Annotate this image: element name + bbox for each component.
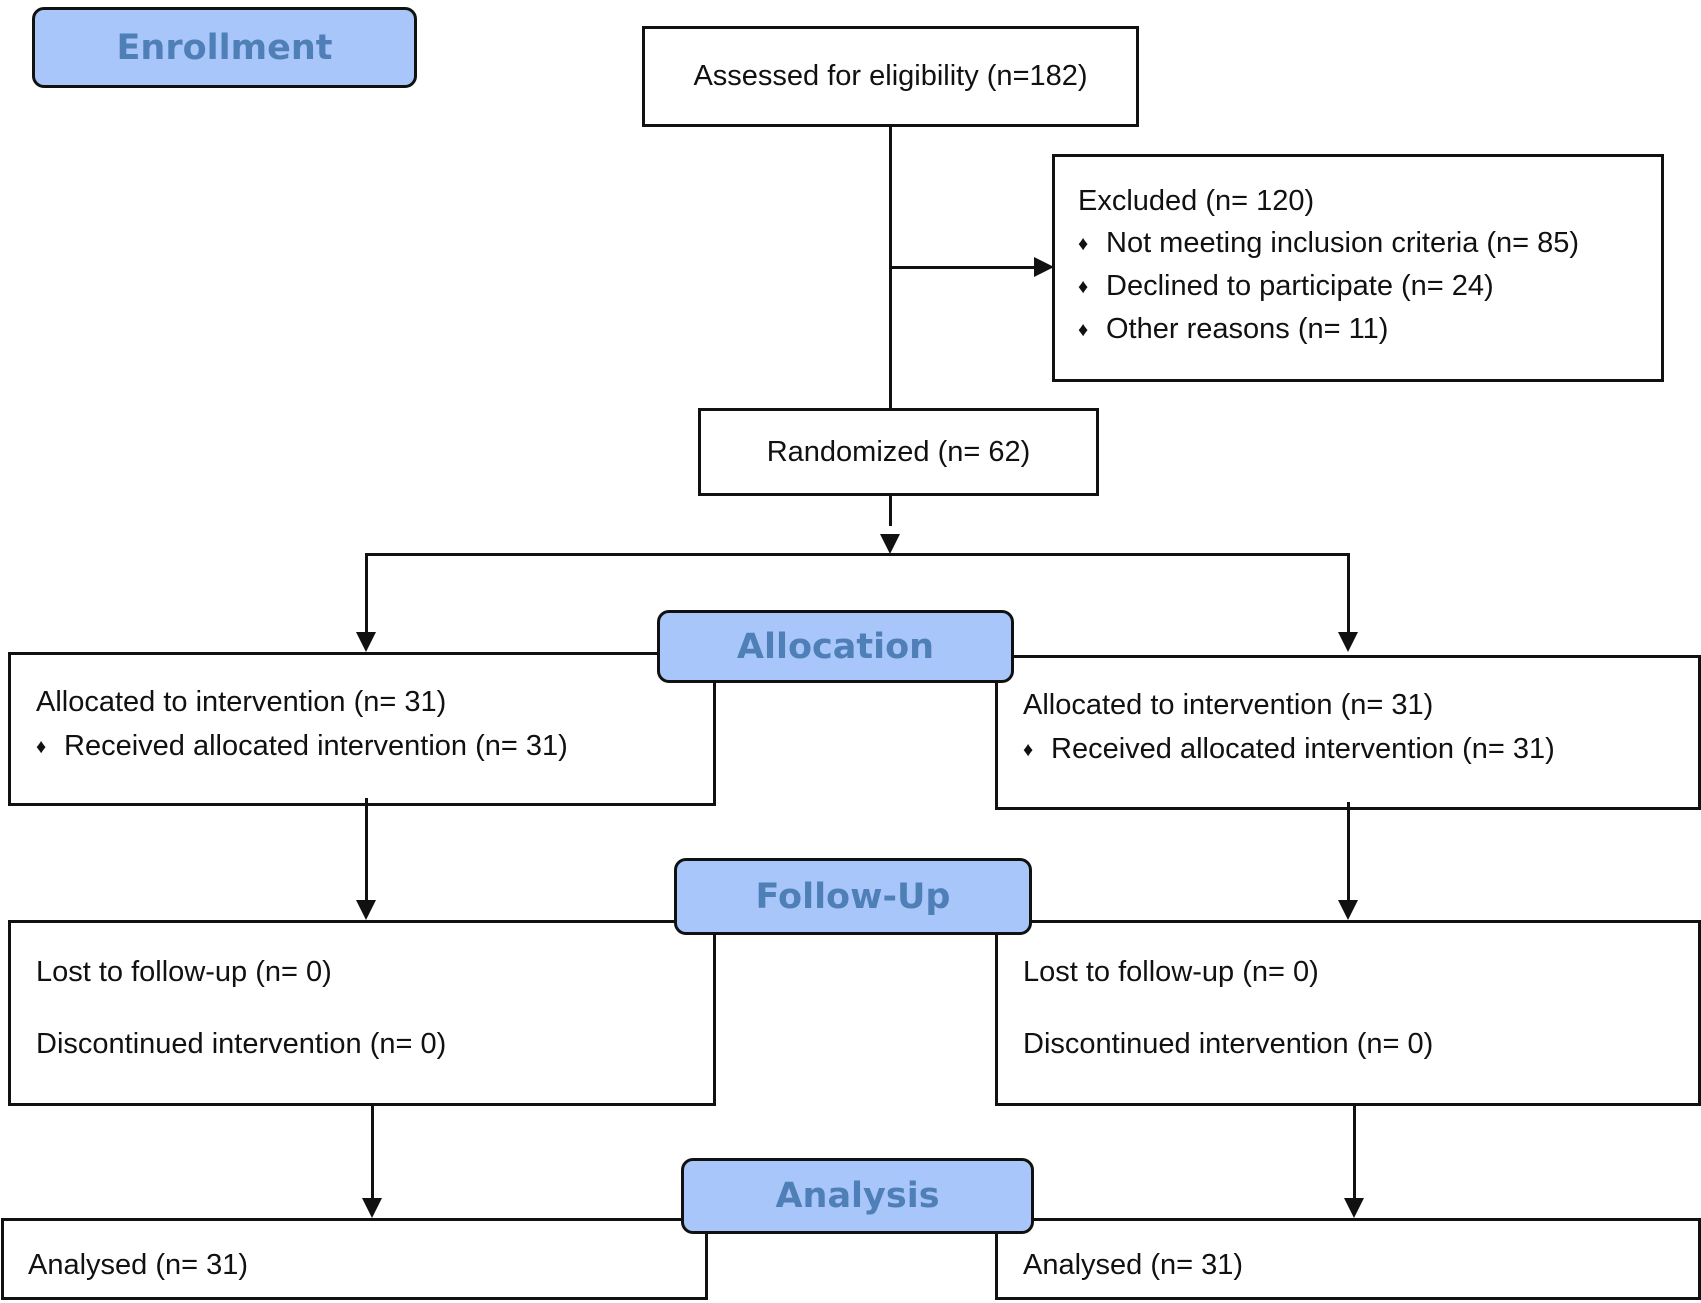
arrow-to-excluded: [1034, 257, 1054, 277]
excluded-reason: ♦Declined to participate (n= 24): [1078, 265, 1661, 308]
excluded-reason: ♦Other reasons (n= 11): [1078, 308, 1661, 351]
arrow-to-followup-right: [1338, 900, 1358, 920]
arrow-to-followup-left: [356, 900, 376, 920]
lost-label: Lost to follow-up (n= 0): [36, 956, 332, 988]
bullet-diamond-icon: ♦: [1078, 276, 1089, 298]
randomized-label: Randomized (n= 62): [766, 435, 1031, 468]
connector-followup-analysis-right: [1353, 1106, 1356, 1200]
assessed-box: Assessed for eligibility (n=182): [642, 26, 1139, 127]
excluded-box: Excluded (n= 120) ♦Not meeting inclusion…: [1052, 154, 1664, 382]
follow-up-box-right: Lost to follow-up (n= 0) Discontinued in…: [995, 920, 1701, 1106]
bullet-diamond-icon: ♦: [36, 736, 47, 758]
discontinued-label: Discontinued intervention (n= 0): [36, 1028, 447, 1060]
bullet-diamond-icon: ♦: [1078, 319, 1089, 341]
allocated-label: Allocated to intervention (n= 31): [36, 686, 447, 718]
allocated-label: Allocated to intervention (n= 31): [1023, 689, 1434, 721]
bullet-diamond-icon: ♦: [1023, 739, 1034, 761]
connector-split-left: [365, 553, 368, 633]
allocation-box-left: Allocated to intervention (n= 31) ♦Recei…: [8, 652, 716, 806]
follow-up-box-left: Lost to follow-up (n= 0) Discontinued in…: [8, 920, 716, 1106]
discontinued-label: Discontinued intervention (n= 0): [1023, 1028, 1434, 1060]
analysis-box-left: Analysed (n= 31): [1, 1218, 708, 1300]
arrow-randomized-split: [880, 534, 900, 554]
connector-followup-analysis-left: [371, 1106, 374, 1200]
stage-analysis: Analysis: [681, 1158, 1034, 1234]
connector-randomized-down: [889, 496, 892, 526]
connector-allocation-followup-right: [1347, 802, 1350, 902]
allocation-box-right: Allocated to intervention (n= 31) ♦Recei…: [995, 655, 1701, 810]
arrow-to-allocation-left: [356, 632, 376, 652]
arrow-to-analysis-right: [1344, 1198, 1364, 1218]
connector-split-horizontal: [365, 553, 1350, 556]
randomized-box: Randomized (n= 62): [698, 408, 1099, 496]
analysis-box-right: Analysed (n= 31): [995, 1218, 1701, 1300]
analysed-label: Analysed (n= 31): [1023, 1249, 1244, 1281]
arrow-to-allocation-right: [1338, 632, 1358, 652]
assessed-label: Assessed for eligibility (n=182): [693, 60, 1088, 93]
received-item: ♦Received allocated intervention (n= 31): [1023, 727, 1698, 772]
received-item: ♦Received allocated intervention (n= 31): [36, 724, 713, 769]
lost-label: Lost to follow-up (n= 0): [1023, 956, 1319, 988]
excluded-reason: ♦Not meeting inclusion criteria (n= 85): [1078, 222, 1661, 265]
arrow-to-analysis-left: [362, 1198, 382, 1218]
analysed-label: Analysed (n= 31): [28, 1249, 249, 1281]
stage-follow-up: Follow-Up: [674, 858, 1032, 935]
excluded-title: Excluded (n= 120): [1078, 185, 1315, 217]
connector-to-excluded: [889, 266, 1035, 269]
bullet-diamond-icon: ♦: [1078, 233, 1089, 255]
stage-allocation: Allocation: [657, 610, 1014, 683]
connector-split-right: [1347, 553, 1350, 633]
stage-enrollment: Enrollment: [32, 7, 417, 88]
connector-allocation-followup-left: [365, 798, 368, 902]
